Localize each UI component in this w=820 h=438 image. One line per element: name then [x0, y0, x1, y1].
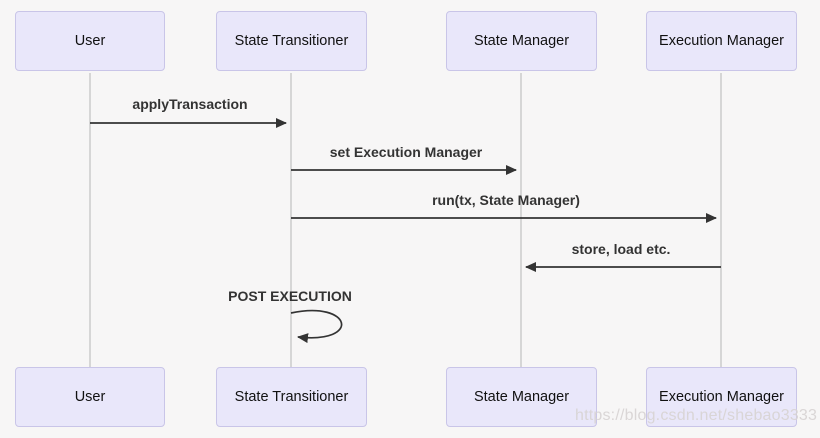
- actor-box-user-top: User: [15, 11, 165, 71]
- lifeline-state-transitioner: [290, 73, 292, 367]
- actor-label: State Transitioner: [234, 33, 349, 49]
- actor-label: State Manager: [473, 33, 570, 49]
- actor-label: State Manager: [473, 389, 570, 405]
- arrow-post-execution-selfloop: [290, 309, 343, 344]
- message-label-set-execution-manager: set Execution Manager: [329, 144, 483, 160]
- actor-label: User: [74, 389, 106, 405]
- actor-box-user-bottom: User: [15, 367, 165, 427]
- actor-box-state-manager-top: State Manager: [446, 11, 597, 71]
- message-label-run-tx: run(tx, State Manager): [432, 192, 580, 208]
- actor-label: User: [74, 33, 106, 49]
- lifeline-user: [89, 73, 91, 367]
- actor-box-execution-manager-bottom: Execution Manager: [646, 367, 797, 427]
- message-label-post-execution: POST EXECUTION: [228, 288, 352, 304]
- actor-box-state-manager-bottom: State Manager: [446, 367, 597, 427]
- actor-box-state-transitioner-bottom: State Transitioner: [216, 367, 367, 427]
- actor-box-state-transitioner-top: State Transitioner: [216, 11, 367, 71]
- actor-label: Execution Manager: [659, 389, 784, 405]
- actor-box-execution-manager-top: Execution Manager: [646, 11, 797, 71]
- actor-label: State Transitioner: [234, 389, 349, 405]
- watermark-text: https://blog.csdn.net/shebao3333: [575, 407, 818, 424]
- actor-label: Execution Manager: [659, 33, 784, 49]
- lifeline-state-manager: [520, 73, 522, 367]
- lifeline-execution-manager: [720, 73, 722, 367]
- message-label-store-load: store, load etc.: [571, 241, 671, 257]
- message-label-apply-transaction: applyTransaction: [132, 96, 248, 112]
